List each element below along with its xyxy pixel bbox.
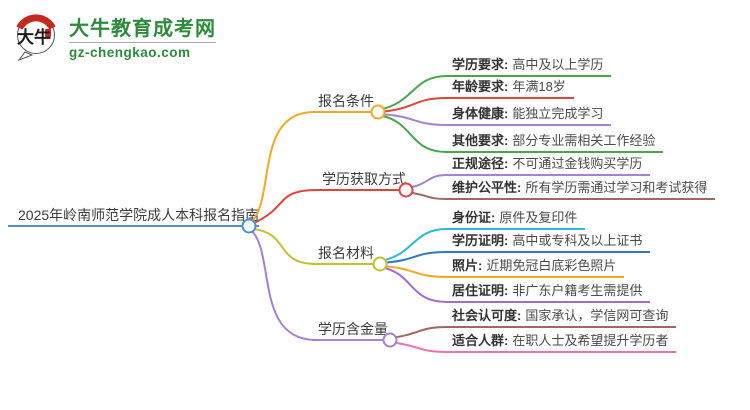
leaf-fairness[interactable]: 维护公平性:所有学历需通过学习和考试获得 [446, 180, 716, 200]
wire-leaf-3-4 [379, 266, 448, 303]
wire-leaf-3-1 [379, 228, 448, 262]
branch-degree-acquisition[interactable]: 学历获取方式 [316, 170, 406, 191]
site-logo[interactable]: 大牛 大牛教育成考网 gz-chengkao.com [12, 10, 216, 67]
wire-leaf-1-3 [377, 113, 448, 126]
wire-leaf-3-2 [379, 251, 448, 264]
logo-icon-characters: 大牛 [17, 27, 51, 47]
logo-domain: gz-chengkao.com [69, 41, 216, 61]
leaf-education-requirement[interactable]: 学历要求:高中及以上学历 [446, 57, 612, 77]
wire-leaf-1-4 [377, 114, 448, 153]
wire-leaf-4-1 [389, 326, 448, 339]
wire-leaf-1-1 [377, 75, 448, 111]
branch-degree-value[interactable]: 学历含金量 [312, 320, 390, 341]
leaf-id-card[interactable]: 身份证:原件及复印件 [446, 210, 586, 230]
wire-leaf-1-2 [377, 97, 448, 113]
wire-leaf-2-2 [405, 191, 448, 200]
logo-text: 大牛教育成考网 gz-chengkao.com [69, 17, 216, 61]
leaf-residence-proof[interactable]: 居住证明:非广东户籍考生需提供 [446, 283, 651, 303]
leaf-target-audience[interactable]: 适合人群:在职人士及希望提升学历者 [446, 333, 677, 353]
wire-leaf-2-1 [405, 174, 448, 189]
wire-leaf-3-3 [379, 265, 448, 278]
leaf-age-requirement[interactable]: 年龄要求:年满18岁 [446, 79, 574, 99]
leaf-other-requirement[interactable]: 其他要求:部分专业需相关工作经验 [446, 133, 664, 153]
wire-to-branch-4 [251, 230, 317, 341]
branch-registration-materials[interactable]: 报名材料 [312, 244, 380, 265]
wire-to-branch-1 [251, 111, 315, 222]
wire-leaf-4-2 [389, 341, 448, 353]
leaf-health-requirement[interactable]: 身体健康:能独立完成学习 [446, 106, 612, 126]
wire-to-branch-2 [253, 189, 319, 224]
logo-title: 大牛教育成考网 [69, 17, 216, 40]
leaf-photo[interactable]: 照片:近期免冠白底彩色照片 [446, 258, 625, 278]
leaf-social-recognition[interactable]: 社会认可度:国家承认，学信网可查询 [446, 308, 677, 328]
daniu-bubble-icon: 大牛 [12, 10, 60, 67]
branch-registration-conditions[interactable]: 报名条件 [312, 92, 378, 113]
leaf-education-certificate[interactable]: 学历证明:高中或专科及以上证书 [446, 233, 651, 253]
leaf-legitimate-channel[interactable]: 正规途径:不可通过金钱购买学历 [446, 156, 651, 176]
central-topic[interactable]: 2025年岭南师范学院成人本科报名指南 [8, 206, 259, 227]
wire-to-branch-3 [253, 228, 317, 265]
